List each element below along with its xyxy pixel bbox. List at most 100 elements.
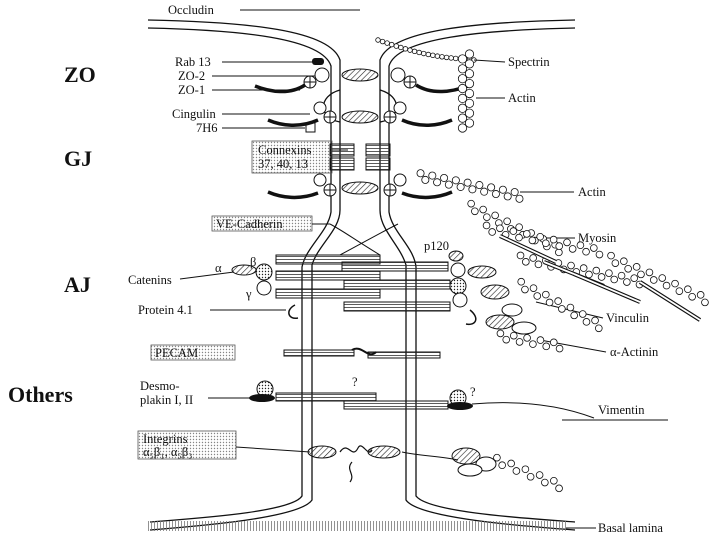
actin-bead [480, 206, 487, 213]
actin-bead [586, 271, 593, 278]
actin-bead [567, 304, 574, 311]
actin-bead [499, 462, 506, 469]
integrin-complex-3 [458, 464, 482, 476]
actin-bead [611, 276, 618, 283]
label-actin-mid: Actin [578, 185, 607, 199]
spectrin-bead [435, 54, 440, 59]
actin-bead [598, 274, 605, 281]
actin-bead [483, 214, 490, 221]
spectrin-bead [412, 49, 417, 54]
vinculin-blob-4 [512, 322, 536, 334]
spectrin-bead [399, 45, 404, 50]
label-occludin: Occludin [168, 3, 215, 17]
actin-bead [590, 245, 597, 252]
beta-catenin-right [450, 278, 466, 294]
actin-bead [471, 208, 478, 215]
actin-bead [497, 225, 504, 232]
occludin-contact-1 [342, 69, 378, 81]
label-ve-cadherin: VE-Cadherin [216, 217, 283, 231]
desmo-plaque-left [249, 394, 275, 402]
actin-bead [504, 218, 511, 225]
section-aj: AJ [64, 272, 91, 297]
label-integrins-1: Integrins [143, 432, 188, 446]
actin-bead [483, 222, 490, 229]
actin-bead [550, 339, 557, 346]
cadherin-bar-3 [276, 271, 380, 280]
desmo-region: Desmo- plakin I, II ? ? Vimentin [140, 375, 668, 420]
alpha-catenin-right [468, 266, 496, 278]
actin-bead [458, 124, 466, 132]
actin-bead [523, 231, 530, 238]
actin-bead [497, 330, 504, 337]
actin-bead [646, 269, 653, 276]
vinculin-blob-2 [502, 304, 522, 316]
label-actin-top: Actin [508, 91, 537, 105]
actin-chain-top [458, 50, 473, 132]
actin-bead [516, 195, 523, 202]
actin-bead [676, 288, 683, 295]
connexon-2a [330, 158, 354, 170]
basal-lamina-band [146, 521, 566, 531]
actin-bead [550, 477, 557, 484]
section-zo: ZO [64, 62, 96, 87]
occludin-contact-2 [342, 111, 378, 123]
actin-bead [606, 270, 613, 277]
actin-bead [522, 466, 529, 473]
q-marker-2: ? [470, 385, 476, 399]
actin-bead [476, 181, 483, 188]
cadherin-bar-2 [342, 262, 448, 271]
label-zo1: ZO-1 [178, 83, 205, 97]
actin-bead [499, 186, 506, 193]
actin-bead [510, 332, 517, 339]
actin-bead [530, 285, 537, 292]
aj-region: VE-Cadherin α β Catenins γ Protein [128, 200, 708, 359]
actin-bead [631, 275, 638, 282]
desmo-bar-2 [344, 401, 448, 409]
actin-bead [592, 317, 599, 324]
leader-spectrin [474, 60, 505, 62]
spectrin-bead [403, 47, 408, 52]
gamma-catenin-left [257, 281, 271, 295]
vimentin-filament [472, 403, 594, 418]
actin-bead [527, 473, 534, 480]
zo2-right [391, 68, 405, 82]
actin-bead [503, 336, 510, 343]
actin-bead [417, 170, 424, 177]
label-vimentin: Vimentin [598, 403, 645, 417]
spectrin-bead [389, 42, 394, 47]
actin-bead [452, 177, 459, 184]
actin-bead [530, 255, 537, 262]
actin-bead [529, 237, 536, 244]
actin-bead [542, 291, 549, 298]
actin-bead [492, 212, 499, 219]
actin-bead [625, 265, 632, 272]
vinculin-blob-1 [481, 285, 509, 299]
actin-bead [489, 229, 496, 236]
actin-bead [550, 236, 557, 243]
spectrin-bead [408, 48, 413, 53]
label-connexins-2: 37, 40, 13 [258, 157, 308, 171]
actin-bead [488, 184, 495, 191]
label-catenins: Catenins [128, 273, 172, 287]
cadherin-bar-5 [276, 289, 380, 298]
actin-bead [596, 251, 603, 258]
cadherin-bar-4 [344, 280, 450, 289]
spectrin-bead [394, 44, 399, 49]
label-zo2: ZO-2 [178, 69, 205, 83]
label-myosin: Myosin [578, 231, 617, 245]
actin-bead [555, 298, 562, 305]
leader-catenins [180, 272, 234, 279]
actin-bead [537, 337, 544, 344]
actin-bead [650, 277, 657, 284]
zo2-left [315, 68, 329, 82]
label-pecam: PECAM [155, 346, 198, 360]
leader-integrins [236, 447, 310, 452]
spectrin-bead [431, 53, 436, 58]
actin-bead [508, 460, 515, 467]
desmo-plaque-right [447, 402, 473, 410]
label-vinculin: Vinculin [606, 311, 650, 325]
spectrin-bead [453, 56, 458, 61]
actin-bead [556, 345, 563, 352]
spectrin-bead [376, 38, 381, 43]
actin-bead [633, 263, 640, 270]
